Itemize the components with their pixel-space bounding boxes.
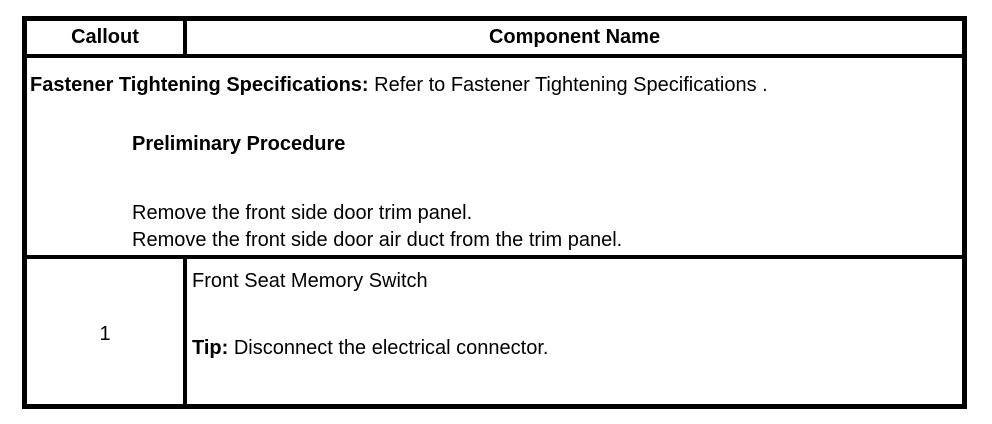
- component-name: Front Seat Memory Switch: [192, 270, 428, 292]
- preliminary-procedure-heading: Preliminary Procedure: [132, 133, 346, 155]
- tip-text: Disconnect the electrical connector.: [233, 337, 549, 359]
- procedure-step: Remove the front side door trim panel.: [132, 202, 473, 224]
- column-header-component-name: Component Name: [187, 21, 962, 58]
- fastener-spec-line: Fastener Tightening Specifications: Refe…: [30, 72, 958, 99]
- tip-line: Tip: Disconnect the electrical connector…: [192, 335, 956, 362]
- table-row-callout-cell: 1: [27, 259, 187, 404]
- tip-label: Tip:: [192, 337, 229, 359]
- fastener-spec-label: Fastener Tightening Specifications:: [30, 74, 369, 96]
- component-callout-table: Callout Component Name Fastener Tighteni…: [22, 16, 967, 409]
- fastener-spec-text: Refer to Fastener Tightening Specificati…: [374, 74, 768, 96]
- preamble-cell: Fastener Tightening Specifications: Refe…: [27, 58, 962, 259]
- column-header-callout-label: Callout: [71, 26, 139, 48]
- column-header-component-name-label: Component Name: [488, 26, 661, 48]
- procedure-step: Remove the front side door air duct from…: [132, 229, 623, 251]
- procedure-steps: Remove the front side door trim panel. R…: [132, 200, 958, 254]
- table-row-component-cell: Front Seat Memory Switch Tip: Disconnect…: [187, 259, 962, 404]
- column-header-callout: Callout: [27, 21, 187, 58]
- callout-number: 1: [99, 323, 111, 345]
